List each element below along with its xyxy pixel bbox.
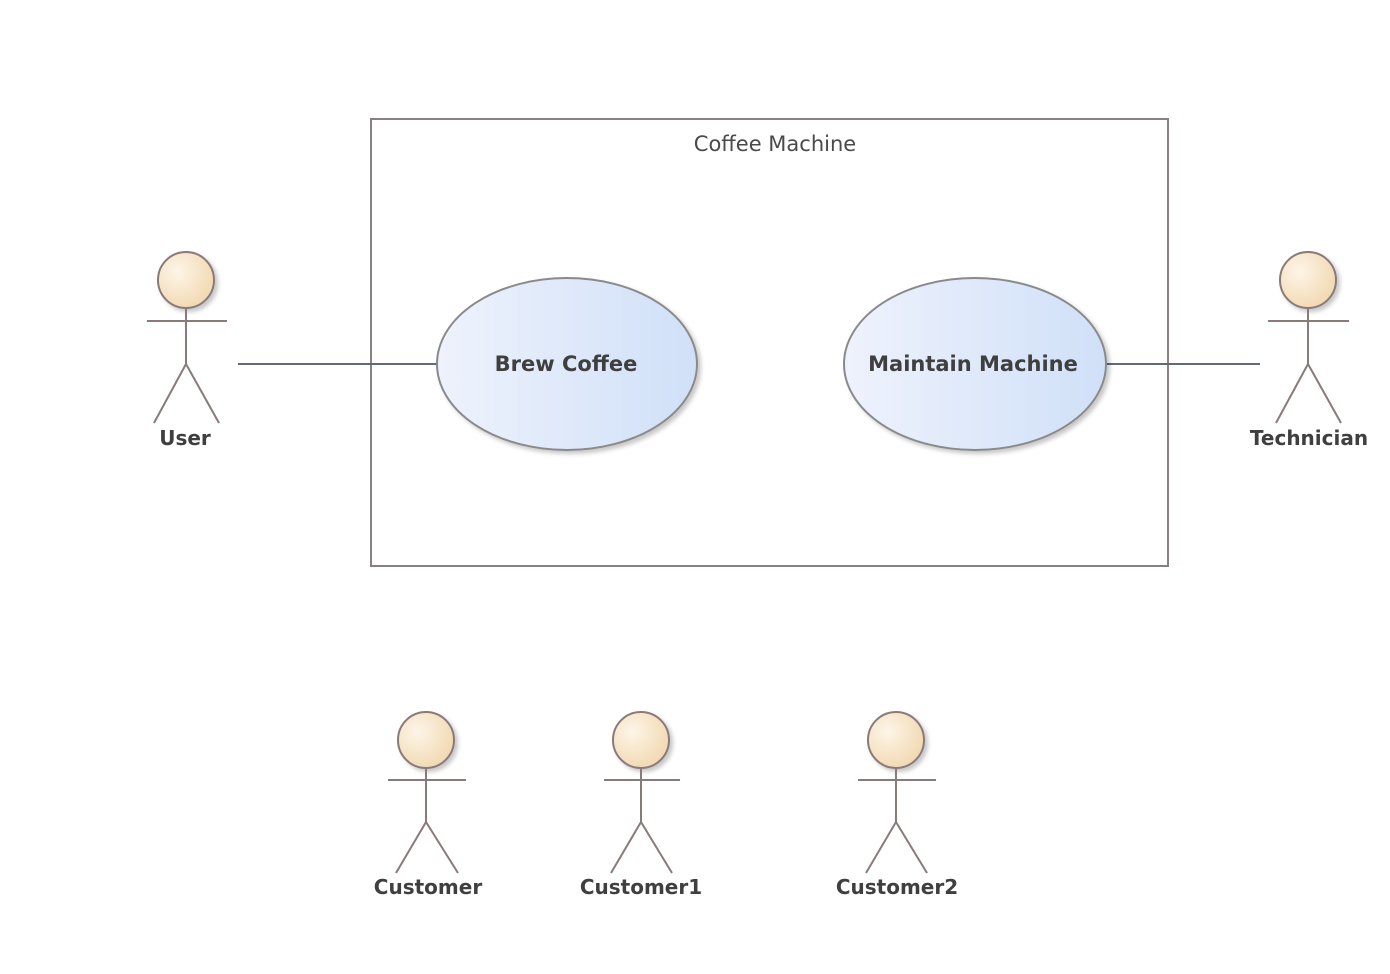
actor-label: User	[159, 426, 211, 450]
actor-customer1[interactable]: Customer1	[580, 711, 702, 899]
actor-customer2[interactable]: Customer2	[836, 711, 958, 899]
use-case-maintain-machine[interactable]: Maintain Machine	[843, 277, 1107, 451]
stick-figure-icon	[147, 251, 227, 424]
actor-label: Customer1	[580, 875, 702, 899]
stick-figure-icon	[858, 711, 936, 874]
use-case-label: Maintain Machine	[868, 352, 1078, 376]
use-case-label: Brew Coffee	[495, 352, 638, 376]
stick-figure-icon	[388, 711, 466, 874]
actor-label: Technician	[1250, 426, 1368, 450]
use-case-brew-coffee[interactable]: Brew Coffee	[436, 277, 698, 451]
actor-technician[interactable]: Technician	[1250, 251, 1368, 450]
stick-figure-icon	[1268, 251, 1349, 424]
actor-customer[interactable]: Customer	[374, 711, 483, 899]
actor-user[interactable]: User	[147, 251, 227, 450]
system-boundary-title: Coffee Machine	[694, 132, 856, 156]
actor-label: Customer	[374, 875, 483, 899]
system-boundary[interactable]: Coffee Machine	[370, 118, 1169, 567]
stick-figure-icon	[604, 711, 680, 874]
actor-label: Customer2	[836, 875, 958, 899]
